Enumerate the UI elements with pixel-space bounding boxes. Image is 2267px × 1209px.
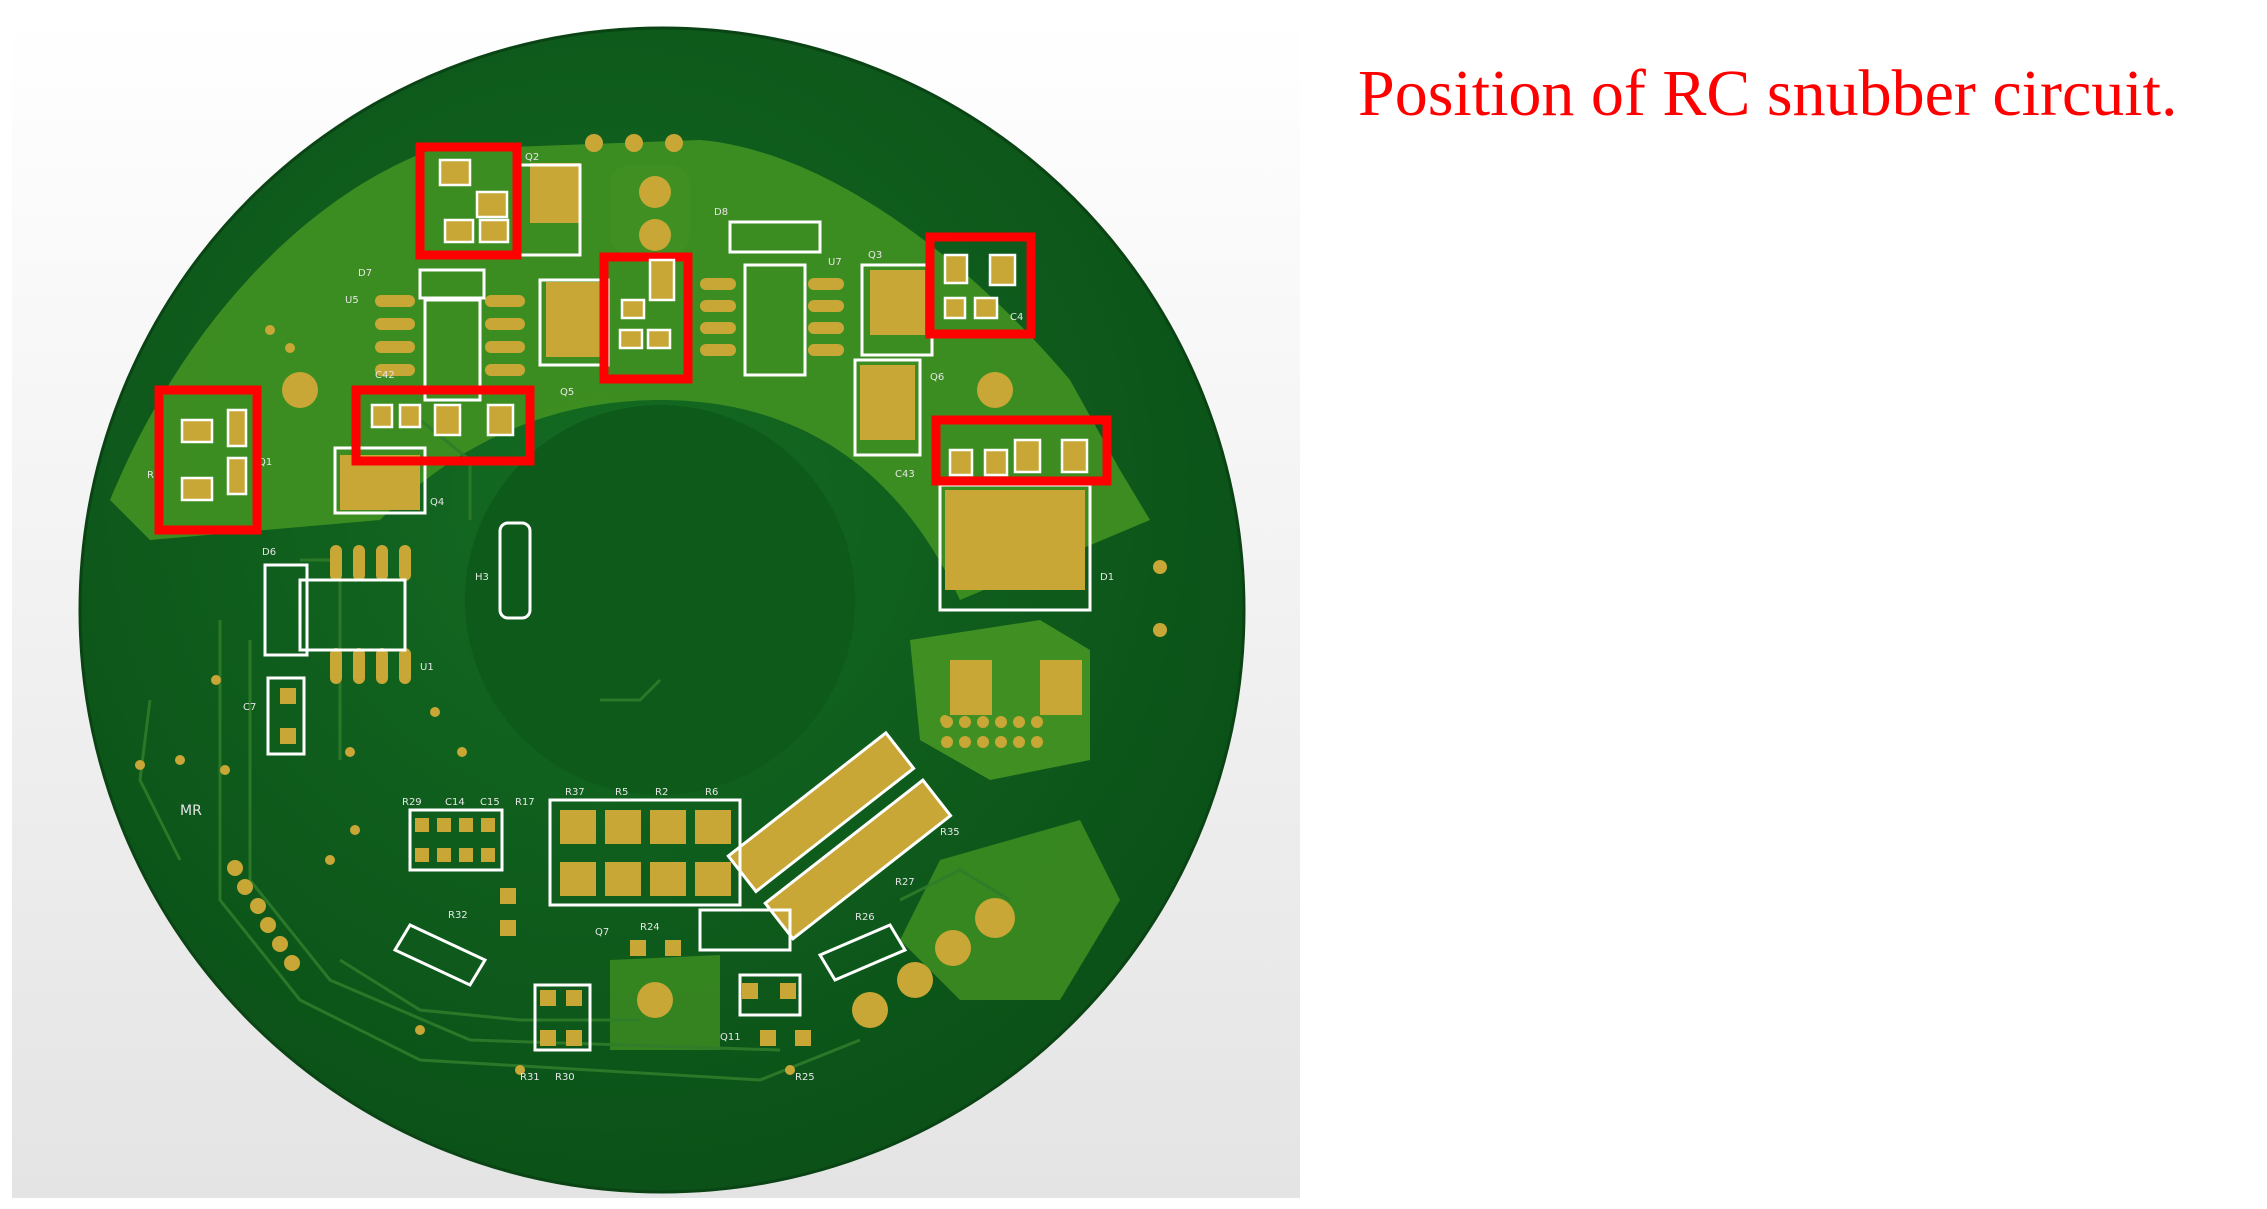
silk-label: R3 (147, 470, 160, 481)
silk-label: U7 (828, 257, 842, 268)
snubber-highlight-box (351, 385, 535, 466)
silk-label: Q7 (595, 927, 609, 938)
silk-label: R17 (515, 797, 535, 808)
snubber-highlight-box (925, 232, 1036, 339)
silk-label: Q4 (430, 497, 444, 508)
silk-label: R29 (402, 797, 422, 808)
silk-label: C7 (243, 702, 256, 713)
silk-label: C43 (895, 469, 915, 480)
silk-label: D8 (714, 207, 728, 218)
ic-pins (330, 278, 844, 684)
silk-label: D7 (358, 268, 372, 279)
vias (135, 325, 950, 1075)
silk-label: C4 (1010, 312, 1023, 323)
silk-label: Q5 (560, 387, 574, 398)
silk-label: Q2 (525, 152, 539, 163)
silk-label: D1 (1100, 572, 1114, 583)
connector-pins (941, 716, 1043, 748)
silk-label: R5 (615, 787, 628, 798)
silk-label: MR (180, 803, 202, 819)
silk-label: U5 (345, 295, 359, 306)
silk-label: U1 (420, 662, 434, 673)
silk-label: H3 (475, 572, 489, 583)
silk-label: R2 (655, 787, 668, 798)
through-hole-pads (227, 134, 1167, 1028)
snubber-highlight-box (154, 385, 262, 535)
board-center-region (465, 405, 855, 795)
silk-label: R35 (940, 827, 960, 838)
silk-label: Q11 (720, 1032, 741, 1043)
silk-label: R24 (640, 922, 660, 933)
silk-label: R31 (520, 1072, 540, 1083)
silkscreen-outlines (263, 163, 1092, 1052)
caption-title: Position of RC snubber circuit. (1358, 57, 2178, 130)
snubber-components (180, 158, 1089, 502)
silk-label: C42 (375, 370, 395, 381)
silk-label: R27 (895, 877, 915, 888)
silk-label: C14 (445, 797, 465, 808)
silk-label: R30 (555, 1072, 575, 1083)
snubber-highlights (154, 142, 1112, 535)
silk-label: D6 (262, 547, 276, 558)
snubber-highlight-box (415, 142, 522, 260)
silk-label: Q1 (258, 457, 272, 468)
silk-label: R25 (795, 1072, 815, 1083)
snubber-highlight-box (931, 415, 1112, 486)
silk-label: R6 (705, 787, 718, 798)
silk-label: Q3 (868, 250, 882, 261)
silk-label: R37 (565, 787, 585, 798)
power-resistors (726, 730, 953, 941)
silk-label: R32 (448, 910, 468, 921)
silk-label: Q6 (930, 372, 944, 383)
snubber-highlight-box (599, 252, 693, 384)
silk-label: C15 (480, 797, 500, 808)
smd-pads (280, 163, 1085, 1046)
silk-labels: Q2 D8 U7 Q3 D7 U5 C4 Q5 C42 C43 Q6 R3 Q4… (147, 152, 1114, 1083)
silk-label: R26 (855, 912, 875, 923)
pcb-photo: Q2 D8 U7 Q3 D7 U5 C4 Q5 C42 C43 Q6 R3 Q4… (12, 18, 1300, 1198)
